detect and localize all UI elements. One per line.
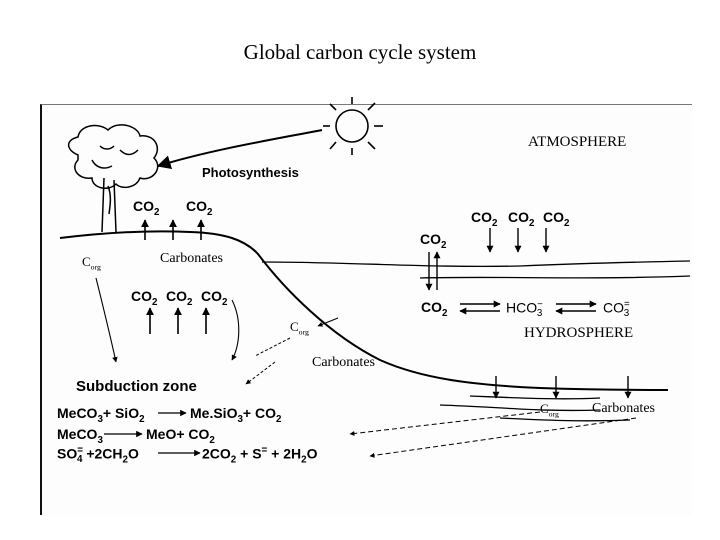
sunlight-arrow xyxy=(156,129,323,169)
page-title: Global carbon cycle system xyxy=(243,40,477,64)
reaction-3-left: SO=4 +2CH2O xyxy=(57,445,139,466)
carbonates-subduction-arrow xyxy=(231,299,240,361)
corg-label: Corg xyxy=(290,319,309,337)
equilibrium-arrows xyxy=(459,300,597,315)
reaction-1-right: Me.SiO3+ CO2 xyxy=(190,405,282,425)
corg-subduction-arrow xyxy=(95,277,118,363)
co2-label: CO2 xyxy=(131,288,158,308)
carbonates-label: Carbonates xyxy=(592,401,655,416)
reaction-2-left: MeCO3 xyxy=(57,426,103,446)
co2-label: CO2 xyxy=(186,198,213,218)
atmospheric-co2-arrows xyxy=(486,228,550,253)
co2-label: CO2 xyxy=(133,198,160,218)
corg-label: Corg xyxy=(82,254,101,272)
atmosphere-label: ATMOSPHERE xyxy=(528,134,627,150)
co2-label: CO2 xyxy=(471,209,498,229)
hydrosphere-label: HYDROSPHERE xyxy=(524,325,634,341)
corg-label: Corg xyxy=(540,401,559,419)
sea-surface-lines xyxy=(261,260,691,422)
co2-label: CO2 xyxy=(166,288,193,308)
photosynthesis-label: Photosynthesis xyxy=(202,165,299,180)
carbonates-label: Carbonates xyxy=(312,355,375,370)
carbonates-label: Carbonates xyxy=(160,251,223,266)
reaction-3-right: 2CO2 + S= + 2H2O xyxy=(202,445,318,466)
reaction-2-right: MeO+ CO2 xyxy=(146,426,215,446)
co2-label: CO2 xyxy=(508,209,535,229)
carbonate-co2-arrows xyxy=(146,307,210,334)
hco3-label: HCO−3 xyxy=(506,299,543,320)
sedimentation-arrows xyxy=(492,376,632,399)
co2-label: CO2 xyxy=(421,299,448,319)
burial-arrows xyxy=(245,317,637,458)
co3-label: CO=3 xyxy=(603,299,630,320)
tree-icon xyxy=(67,124,159,233)
reaction-arrows xyxy=(104,409,201,457)
co2-label: CO2 xyxy=(543,209,570,229)
land-surface-line xyxy=(59,230,669,391)
photosynthesis-arrows xyxy=(141,219,205,240)
co2-label: CO2 xyxy=(420,231,447,251)
reaction-1-left: MeCO3+ SiO2 xyxy=(57,405,145,425)
subduction-zone-label: Subduction zone xyxy=(76,378,197,395)
air-sea-exchange-arrows xyxy=(425,251,441,291)
sun-icon xyxy=(323,97,383,155)
co2-label: CO2 xyxy=(201,288,228,308)
